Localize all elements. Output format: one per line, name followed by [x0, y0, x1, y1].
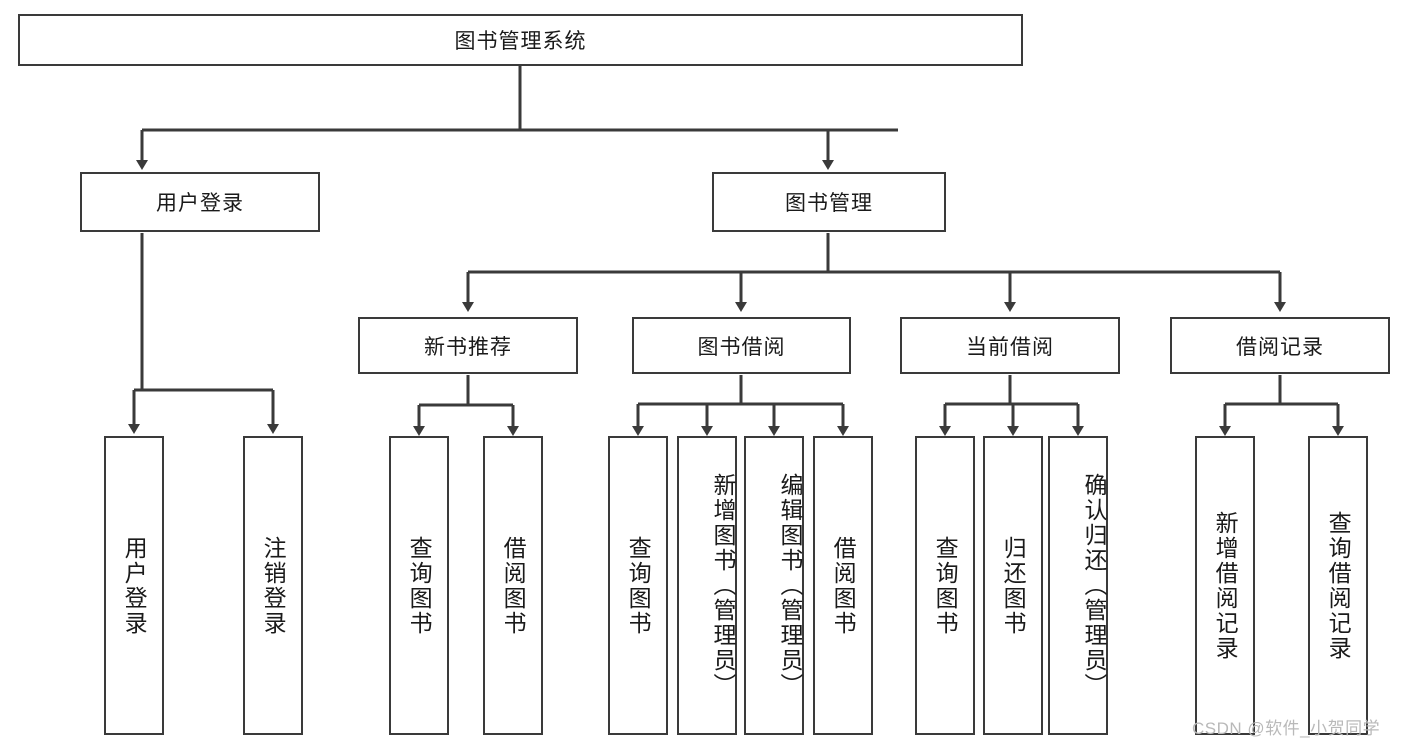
node-leaf-query-record[interactable]: 查询借阅记录 — [1308, 436, 1368, 735]
node-leaf-add-record[interactable]: 新增借阅记录 — [1195, 436, 1255, 735]
node-book-manage-label: 图书管理 — [785, 192, 873, 215]
node-leaf-edit-book-label: 编辑图书（管理员） — [777, 473, 803, 698]
node-leaf-query-book-2[interactable]: 查询图书 — [608, 436, 668, 735]
node-new-book-rec[interactable]: 新书推荐 — [358, 317, 578, 374]
node-leaf-borrow-book-2[interactable]: 借阅图书 — [813, 436, 873, 735]
node-book-manage[interactable]: 图书管理 — [712, 172, 946, 232]
node-book-borrow[interactable]: 图书借阅 — [632, 317, 851, 374]
node-root-label: 图书管理系统 — [454, 30, 587, 53]
node-leaf-borrow-book-1-label: 借阅图书 — [500, 535, 527, 636]
node-leaf-confirm-return-label: 确认归还（管理员） — [1081, 473, 1107, 698]
node-new-book-rec-label: 新书推荐 — [424, 335, 512, 359]
node-leaf-return-book[interactable]: 归还图书 — [983, 436, 1043, 735]
node-leaf-confirm-return[interactable]: 确认归还（管理员） — [1048, 436, 1108, 735]
node-book-borrow-label: 图书借阅 — [697, 335, 786, 359]
node-leaf-add-book[interactable]: 新增图书（管理员） — [677, 436, 737, 735]
node-leaf-query-book-3-label: 查询图书 — [932, 535, 959, 636]
node-leaf-logout[interactable]: 注销登录 — [243, 436, 303, 735]
node-leaf-query-book-1[interactable]: 查询图书 — [389, 436, 449, 735]
node-leaf-borrow-book-2-label: 借阅图书 — [830, 535, 857, 636]
node-root[interactable]: 图书管理系统 — [18, 14, 1023, 66]
node-leaf-query-book-3[interactable]: 查询图书 — [915, 436, 975, 735]
node-user-login-label: 用户登录 — [156, 192, 244, 215]
node-borrow-record[interactable]: 借阅记录 — [1170, 317, 1390, 374]
node-current-borrow[interactable]: 当前借阅 — [900, 317, 1120, 374]
node-leaf-add-record-label: 新增借阅记录 — [1212, 510, 1239, 661]
node-leaf-user-login-label: 用户登录 — [121, 535, 148, 636]
node-leaf-user-login[interactable]: 用户登录 — [104, 436, 164, 735]
node-leaf-borrow-book-1[interactable]: 借阅图书 — [483, 436, 543, 735]
node-leaf-logout-label: 注销登录 — [260, 535, 287, 636]
node-leaf-query-record-label: 查询借阅记录 — [1325, 510, 1352, 661]
node-leaf-query-book-1-label: 查询图书 — [406, 535, 433, 636]
node-current-borrow-label: 当前借阅 — [966, 335, 1054, 359]
node-borrow-record-label: 借阅记录 — [1236, 335, 1324, 359]
node-leaf-query-book-2-label: 查询图书 — [625, 535, 652, 636]
node-leaf-add-book-label: 新增图书（管理员） — [710, 473, 736, 698]
node-user-login[interactable]: 用户登录 — [80, 172, 320, 232]
node-leaf-return-book-label: 归还图书 — [1000, 535, 1027, 636]
node-leaf-edit-book[interactable]: 编辑图书（管理员） — [744, 436, 804, 735]
